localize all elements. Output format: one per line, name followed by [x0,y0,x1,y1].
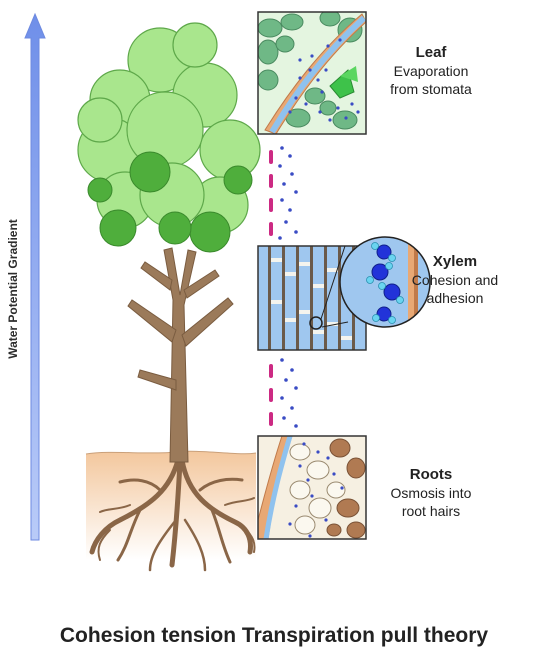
tree-roots [89,457,256,572]
roots-panel [257,435,367,540]
tree-foliage [77,22,261,253]
leaf-panel [257,11,367,135]
leaf-label: Leaf Evaporation from stomata [376,44,486,98]
xylem-title: Xylem [432,253,478,270]
water-molecule-dots [278,146,298,428]
roots-label: Roots Osmosis into root hairs [376,466,486,520]
axis-label: Water Potential Gradient [6,219,20,359]
xylem-magnifier [309,236,431,330]
xylem-description: Cohesion and adhesion [411,272,499,306]
tree-trunk [127,247,234,463]
roots-description: Osmosis into root hairs [390,485,472,519]
leaf-title: Leaf [415,44,447,61]
xylem-label: Xylem Cohesion and adhesion [400,253,510,307]
leaf-description: Evaporation from stomata [390,63,472,97]
water-potential-arrow [24,12,46,541]
soil [85,450,257,560]
transpiration-pull-dashes [269,150,273,426]
figure-caption: Cohesion tension Transpiration pull theo… [59,624,489,647]
xylem-panel [257,236,431,351]
roots-title: Roots [409,466,453,483]
